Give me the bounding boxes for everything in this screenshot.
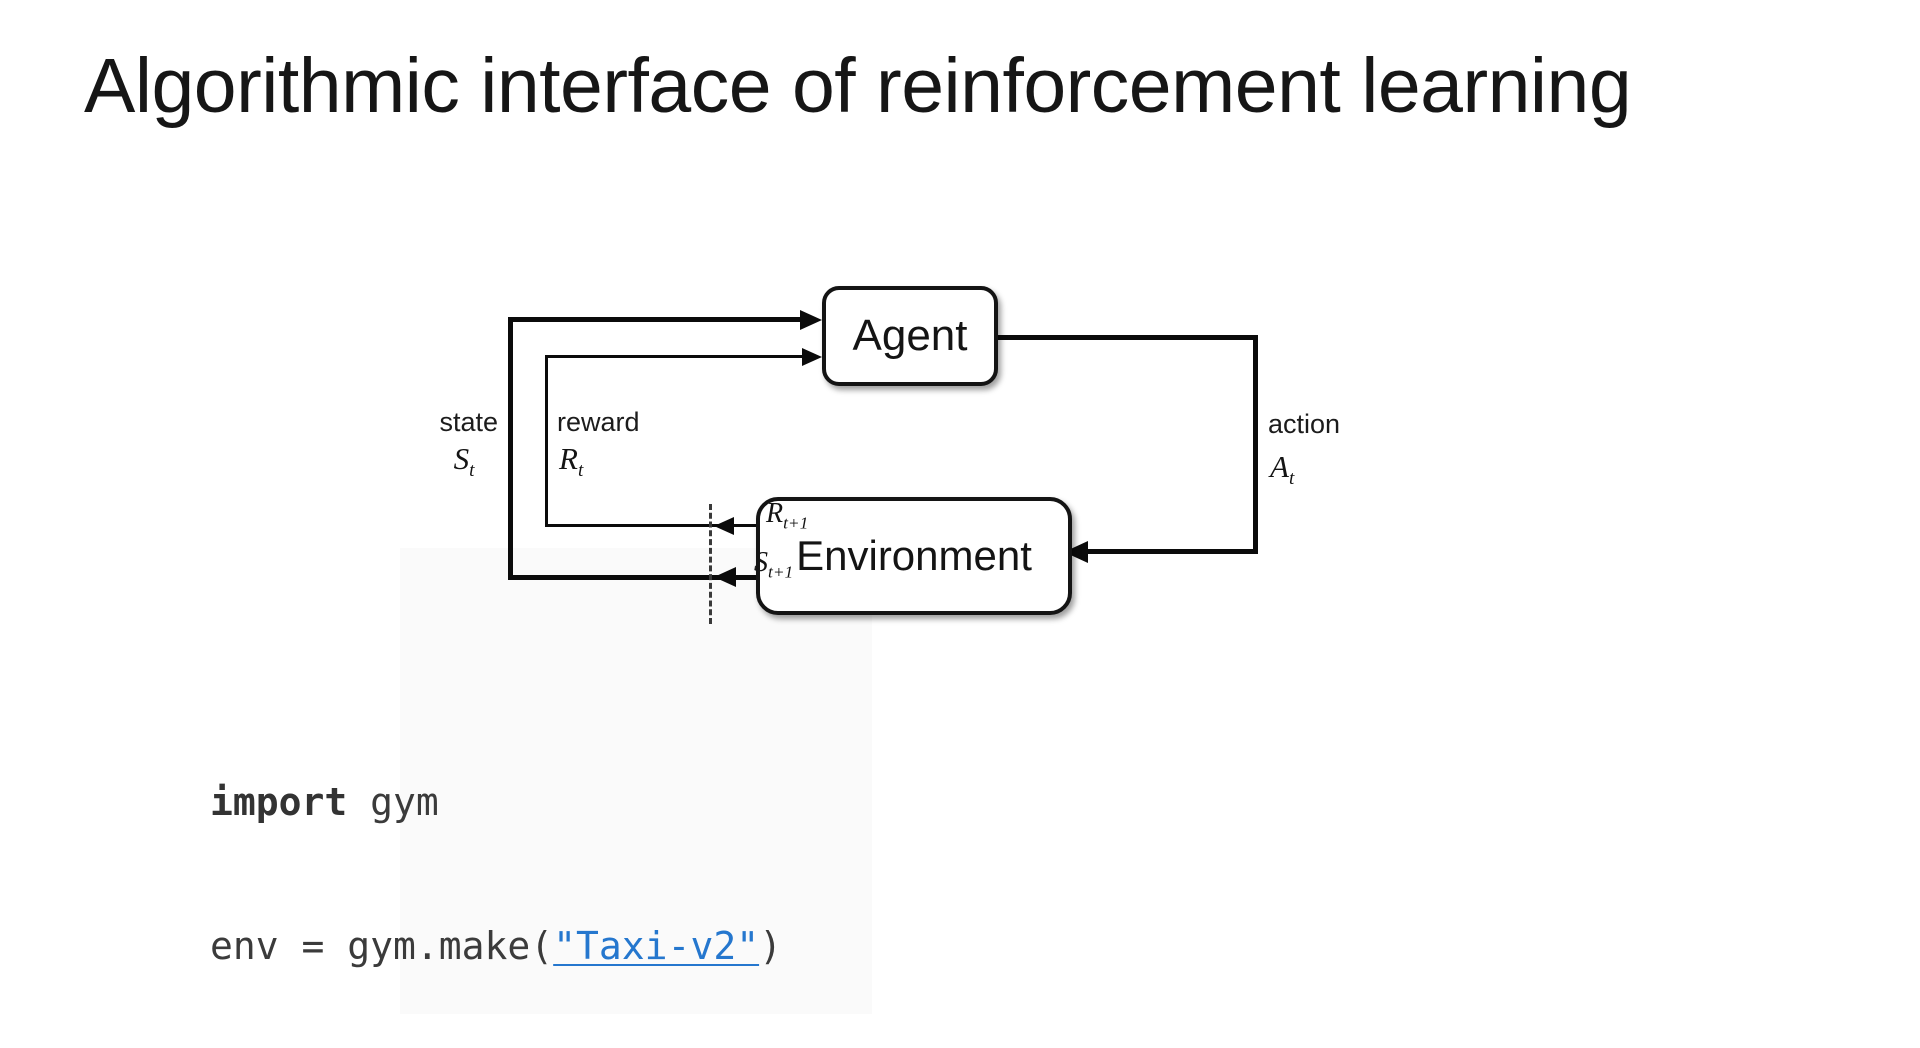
next-state-line-bottom (508, 575, 756, 580)
agent-box: Agent (822, 286, 998, 386)
state-symbol: St (453, 441, 475, 482)
arrow-head-next-reward (714, 517, 734, 535)
code-line: import gym (210, 778, 1445, 826)
code-token: env = gym.make( (210, 924, 554, 968)
time-step-dashed-line (709, 504, 712, 624)
code-block: import gym env = gym.make("Taxi-v2") obs… (210, 682, 1445, 1048)
action-label: action (1268, 409, 1341, 439)
arrow-head-next-state (714, 567, 736, 587)
next-reward-line-bottom (545, 524, 756, 527)
arrow-head-state-into-agent (800, 310, 822, 330)
code-token: gym (347, 780, 439, 824)
slide-title: Algorithmic interface of reinforcement l… (84, 43, 1632, 129)
environment-box-label: Environment (796, 532, 1032, 579)
state-label: state (439, 407, 498, 437)
next-state-symbol: St+1 (754, 547, 794, 582)
environment-box: Environment (756, 497, 1072, 615)
agent-box-label: Agent (852, 311, 968, 360)
code-background-tint (400, 548, 872, 1014)
reward-label: reward (557, 407, 640, 437)
reward-line-top (545, 355, 802, 358)
code-token: ) (759, 924, 782, 968)
action-line-vertical (1253, 335, 1258, 554)
state-line-top (508, 317, 804, 322)
arrow-head-reward-into-agent (802, 348, 822, 366)
keyword-token: import (210, 780, 348, 824)
reward-symbol: Rt (559, 441, 584, 482)
taxi-v2-link[interactable]: "Taxi-v2" (553, 924, 760, 968)
reward-line-vertical (545, 355, 548, 527)
action-line-top (988, 335, 1258, 340)
next-reward-symbol: Rt+1 (766, 498, 809, 533)
action-symbol: At (1270, 449, 1295, 490)
code-line: env = gym.make("Taxi-v2") (210, 922, 1445, 970)
state-line-vertical (508, 317, 513, 580)
action-line-bottom (1086, 549, 1258, 554)
